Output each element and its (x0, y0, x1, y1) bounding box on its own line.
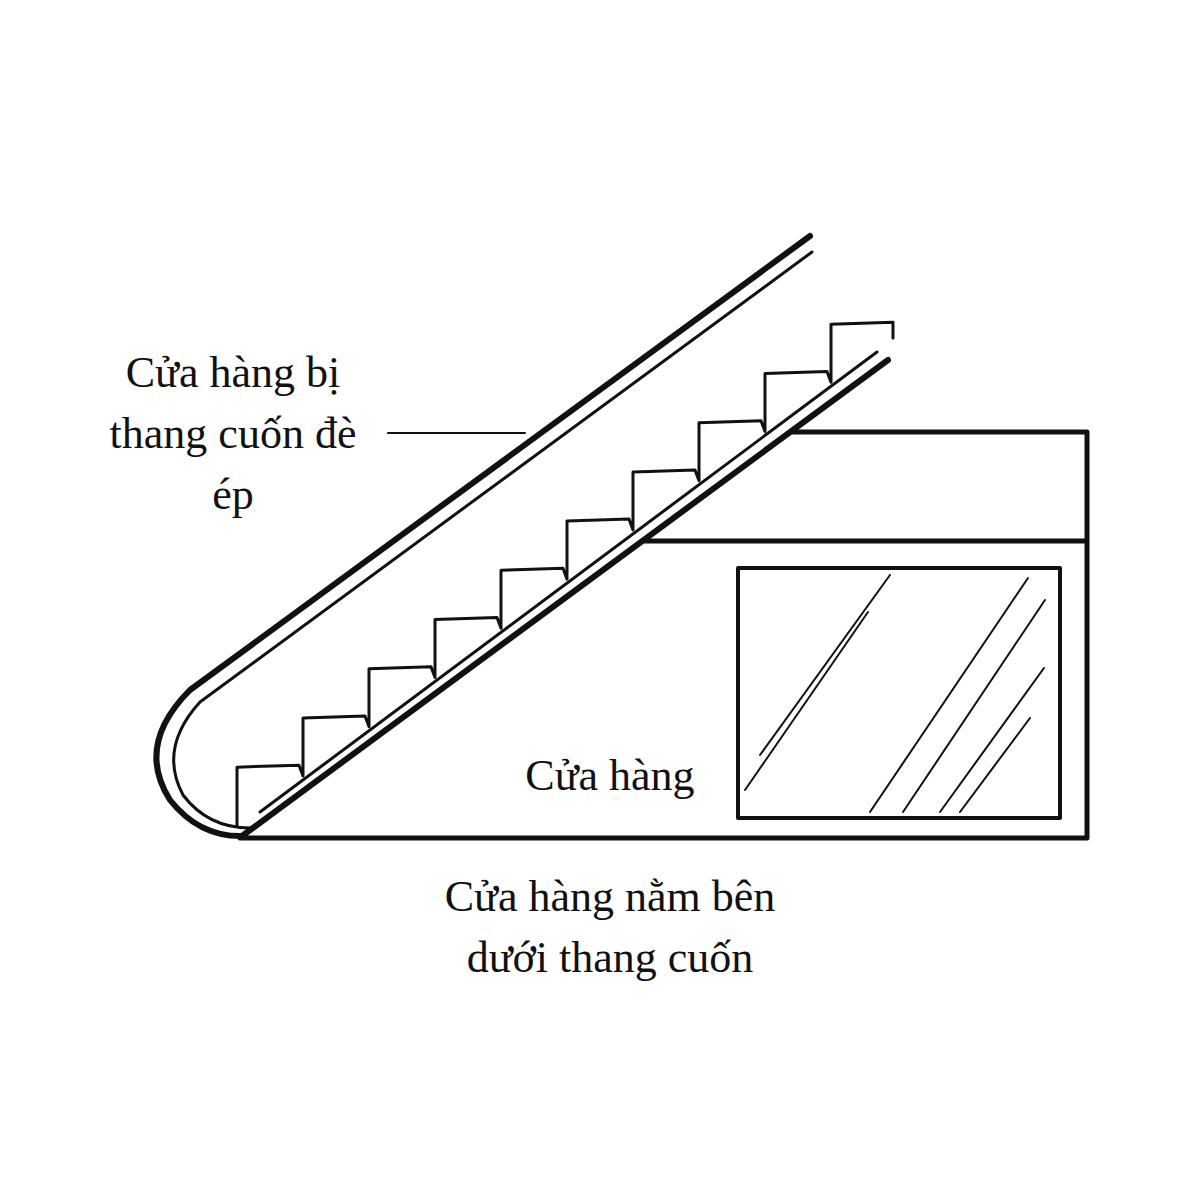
caption: Cửa hàng nằm bên dưới thang cuốn (400, 866, 820, 988)
escalator-handrail-inner (174, 252, 812, 828)
step-zigzag (237, 322, 893, 825)
window-glare (745, 575, 1045, 812)
callout-label: Cửa hàng bị thang cuốn đè ép (98, 342, 368, 525)
store-window (738, 568, 1060, 818)
store-band-line (645, 539, 1085, 544)
leader-line (388, 432, 525, 434)
store-label: Cửa hàng (490, 748, 730, 804)
store-outline (240, 432, 1087, 838)
escalator-steps (237, 322, 893, 825)
